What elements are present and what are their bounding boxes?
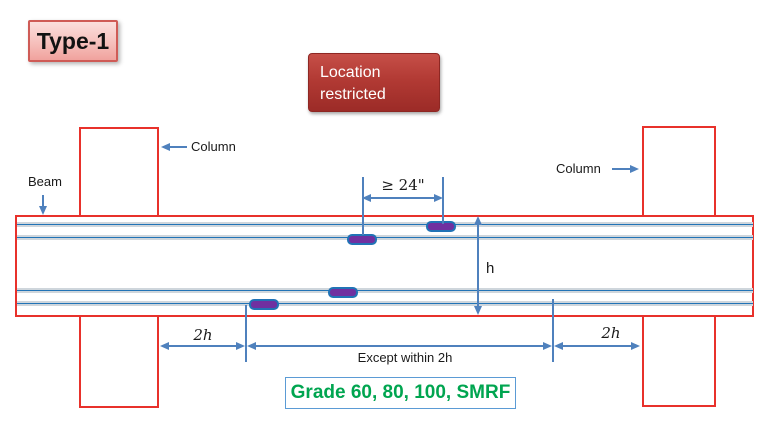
depth-dimension-label: h — [486, 260, 495, 277]
left-zone-arrowhead-right — [236, 342, 245, 350]
splice-connector-bottom-left — [249, 299, 279, 310]
rebar-line-bottom-2 — [17, 301, 753, 306]
column-left-arrowhead — [161, 143, 170, 151]
type-badge: Type-1 — [28, 20, 118, 62]
column-right-label: Column — [556, 161, 601, 176]
column-bottom-left — [79, 315, 159, 408]
left-zone-arrow-shaft — [169, 345, 237, 347]
splice-zone-arrowhead-left — [247, 342, 256, 350]
column-left-label: Column — [191, 139, 236, 154]
splice-connector-top-left — [347, 234, 377, 245]
splice-connector-top-right — [426, 221, 456, 232]
rebar-line-top-1 — [17, 222, 753, 227]
depth-arrowhead-down — [474, 306, 482, 315]
column-bottom-right — [642, 315, 716, 407]
stagger-dimension-label: ≥ 24" — [381, 176, 425, 194]
extension-line-stagger-left — [362, 177, 364, 235]
column-top-left — [79, 127, 159, 217]
extension-line-zone-right — [552, 299, 554, 362]
splice-connector-bottom-right — [328, 287, 358, 298]
beam-outline — [15, 215, 754, 317]
left-zone-arrowhead-left — [160, 342, 169, 350]
right-zone-label: 2h — [601, 324, 621, 342]
beam-label: Beam — [28, 174, 62, 189]
depth-arrow-shaft — [477, 224, 479, 308]
stagger-arrowhead-left — [362, 194, 371, 202]
right-zone-arrowhead-left — [554, 342, 563, 350]
beam-callout-arrow-shaft — [42, 195, 44, 207]
splice-zone-arrow-shaft — [256, 345, 544, 347]
stagger-arrow-shaft — [371, 197, 435, 199]
left-zone-label: 2h — [193, 326, 213, 344]
location-restricted-text: Location restricted — [320, 64, 386, 103]
column-left-arrow-shaft — [170, 146, 187, 148]
splice-zone-arrowhead-right — [543, 342, 552, 350]
splice-zone-label: Except within 2h — [357, 350, 453, 365]
right-zone-arrow-shaft — [563, 345, 632, 347]
column-right-arrowhead — [630, 165, 639, 173]
beam-callout-arrowhead — [39, 206, 47, 215]
grade-note-text: Grade 60, 80, 100, SMRF — [290, 382, 511, 403]
extension-line-zone-left — [245, 305, 247, 362]
stagger-arrowhead-right — [434, 194, 443, 202]
grade-note-box: Grade 60, 80, 100, SMRF — [285, 377, 516, 409]
rebar-line-bottom-1 — [17, 288, 753, 293]
rebar-line-top-2 — [17, 235, 753, 240]
right-zone-arrowhead-right — [631, 342, 640, 350]
column-right-arrow-shaft — [612, 168, 631, 170]
type-badge-label: Type-1 — [36, 27, 110, 54]
depth-arrowhead-up — [474, 216, 482, 225]
location-restricted-badge: Location restricted — [308, 53, 440, 112]
column-top-right — [642, 126, 716, 217]
